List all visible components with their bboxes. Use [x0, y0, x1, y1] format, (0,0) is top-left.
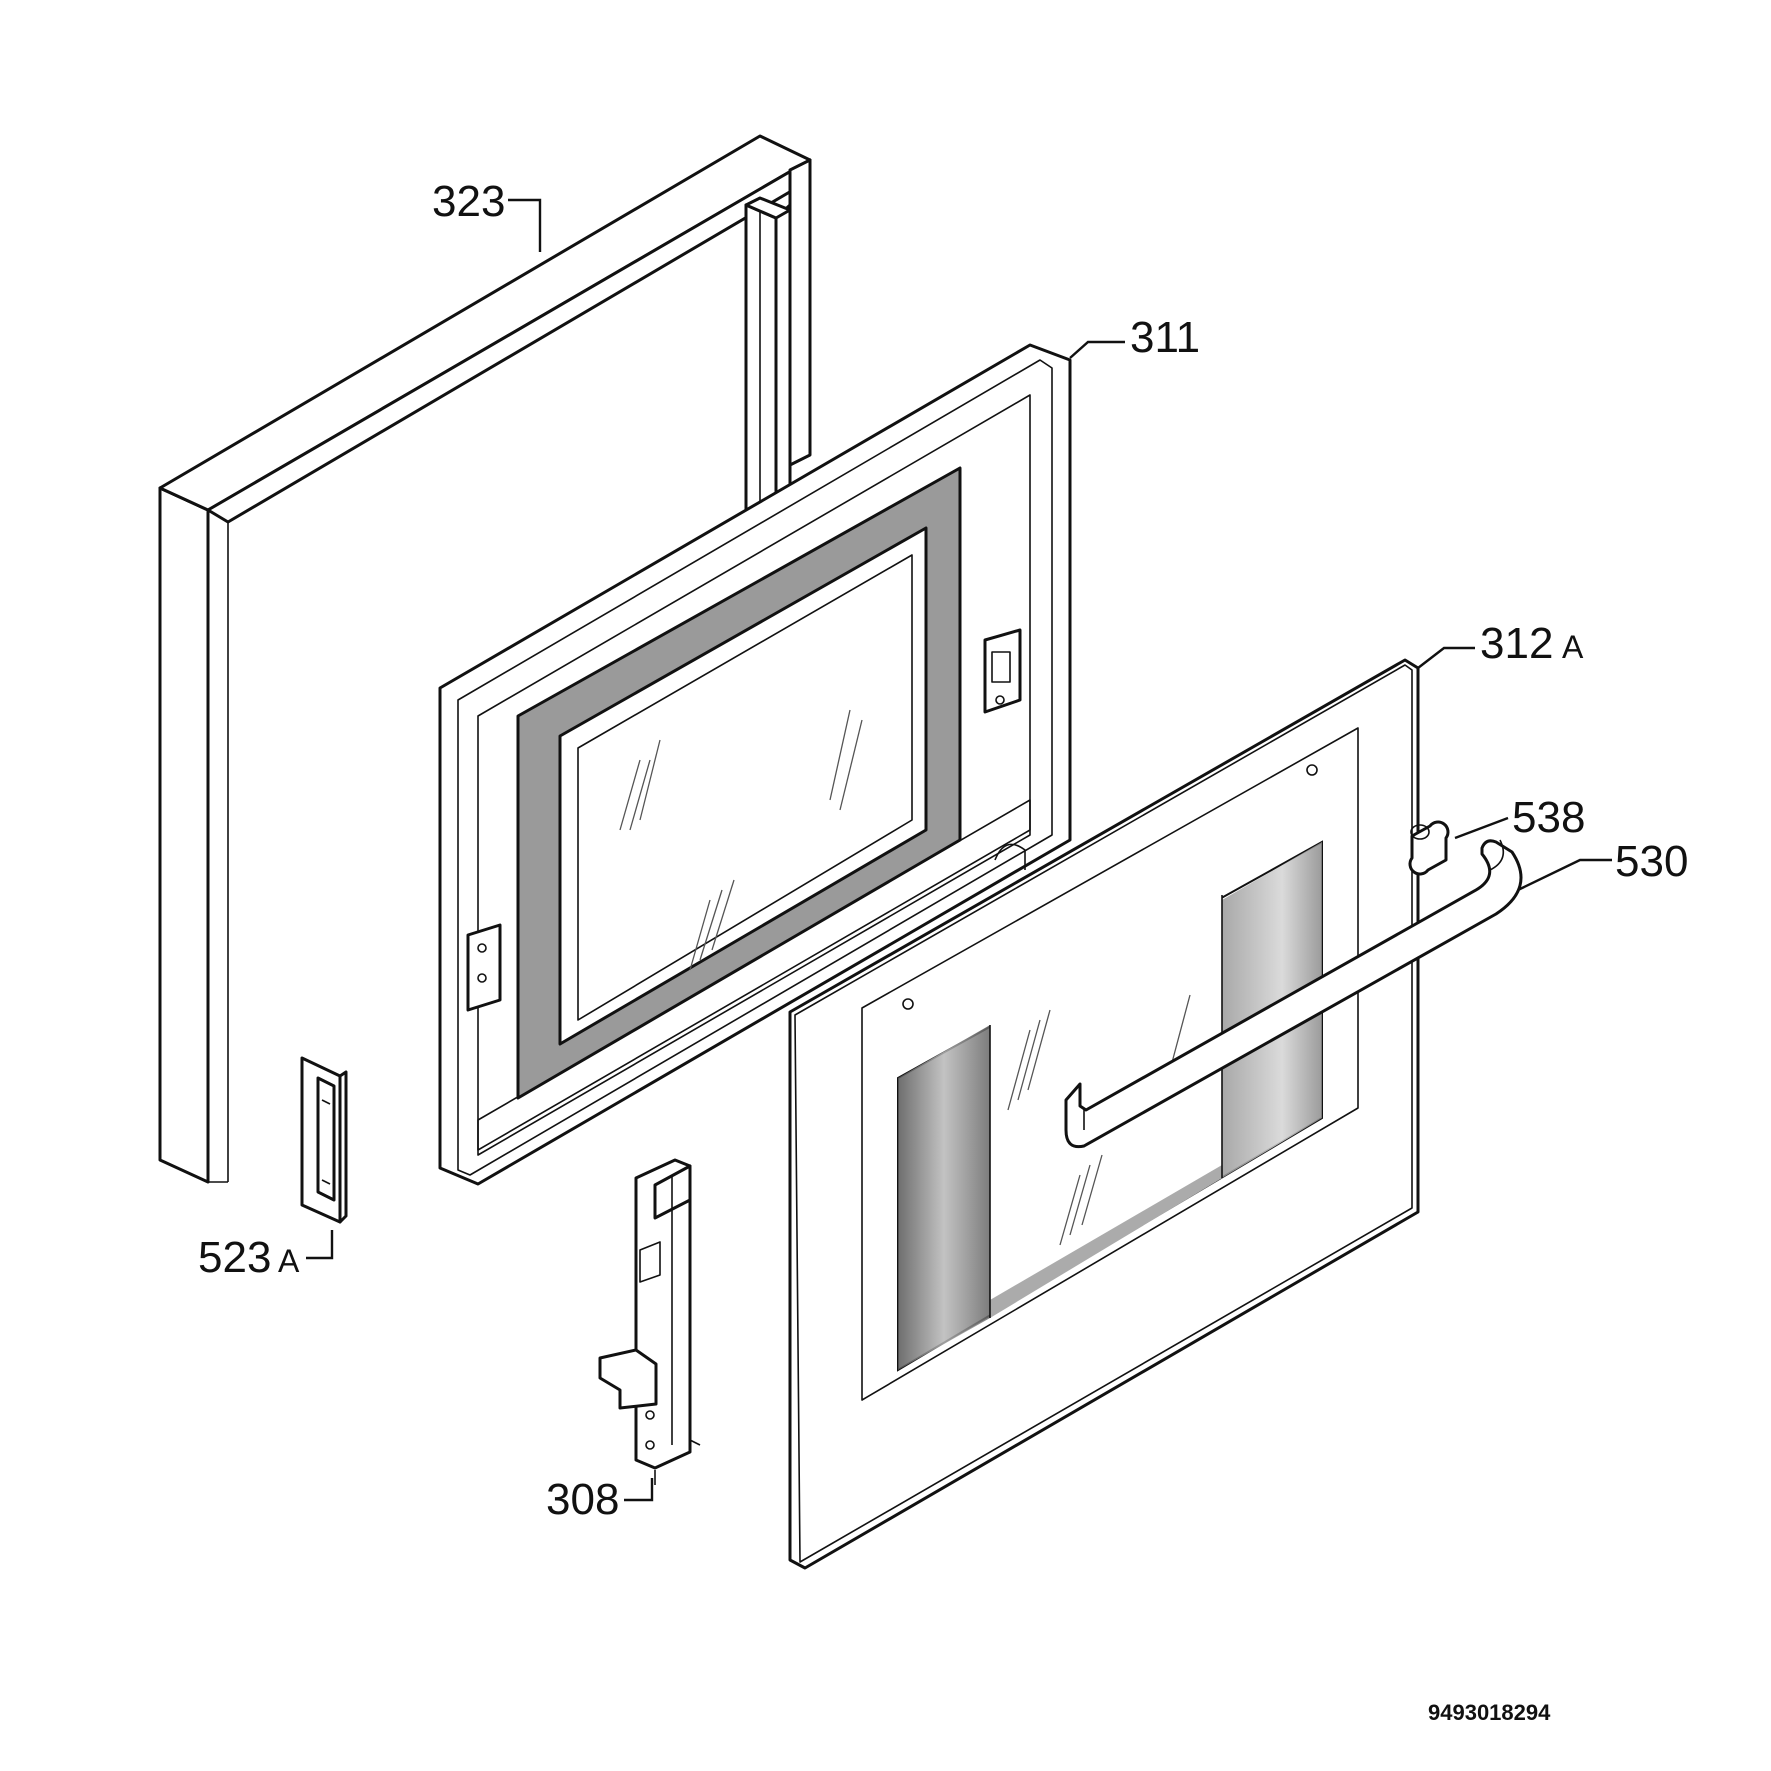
inner-door-bracket-left: [466, 923, 502, 1012]
part-latch: [300, 1056, 348, 1224]
label-538: 538: [1512, 793, 1585, 842]
label-323: 323: [432, 177, 505, 226]
inner-door-bracket-right: [983, 628, 1022, 714]
part-hinge: [598, 1158, 701, 1485]
document-number: 9493018294: [1428, 1700, 1551, 1725]
part-spacer: [1408, 820, 1450, 876]
label-308: 308: [546, 1475, 619, 1524]
label-523-suffix: A: [278, 1243, 300, 1279]
leader-lines: [306, 198, 1612, 1502]
part-handle: [1064, 839, 1523, 1149]
part-inner-door: [438, 343, 1072, 1186]
label-523: 523: [198, 1233, 271, 1282]
label-312: 312: [1480, 619, 1553, 668]
label-311: 311: [1130, 313, 1200, 362]
label-312-suffix: A: [1562, 629, 1584, 665]
part-labels: 323 311 312 A 538 530 523 A 308 94930182…: [198, 177, 1688, 1725]
outer-glass-glints: [1007, 994, 1191, 1246]
inner-glass-glints: [619, 709, 863, 971]
label-530: 530: [1615, 837, 1688, 886]
